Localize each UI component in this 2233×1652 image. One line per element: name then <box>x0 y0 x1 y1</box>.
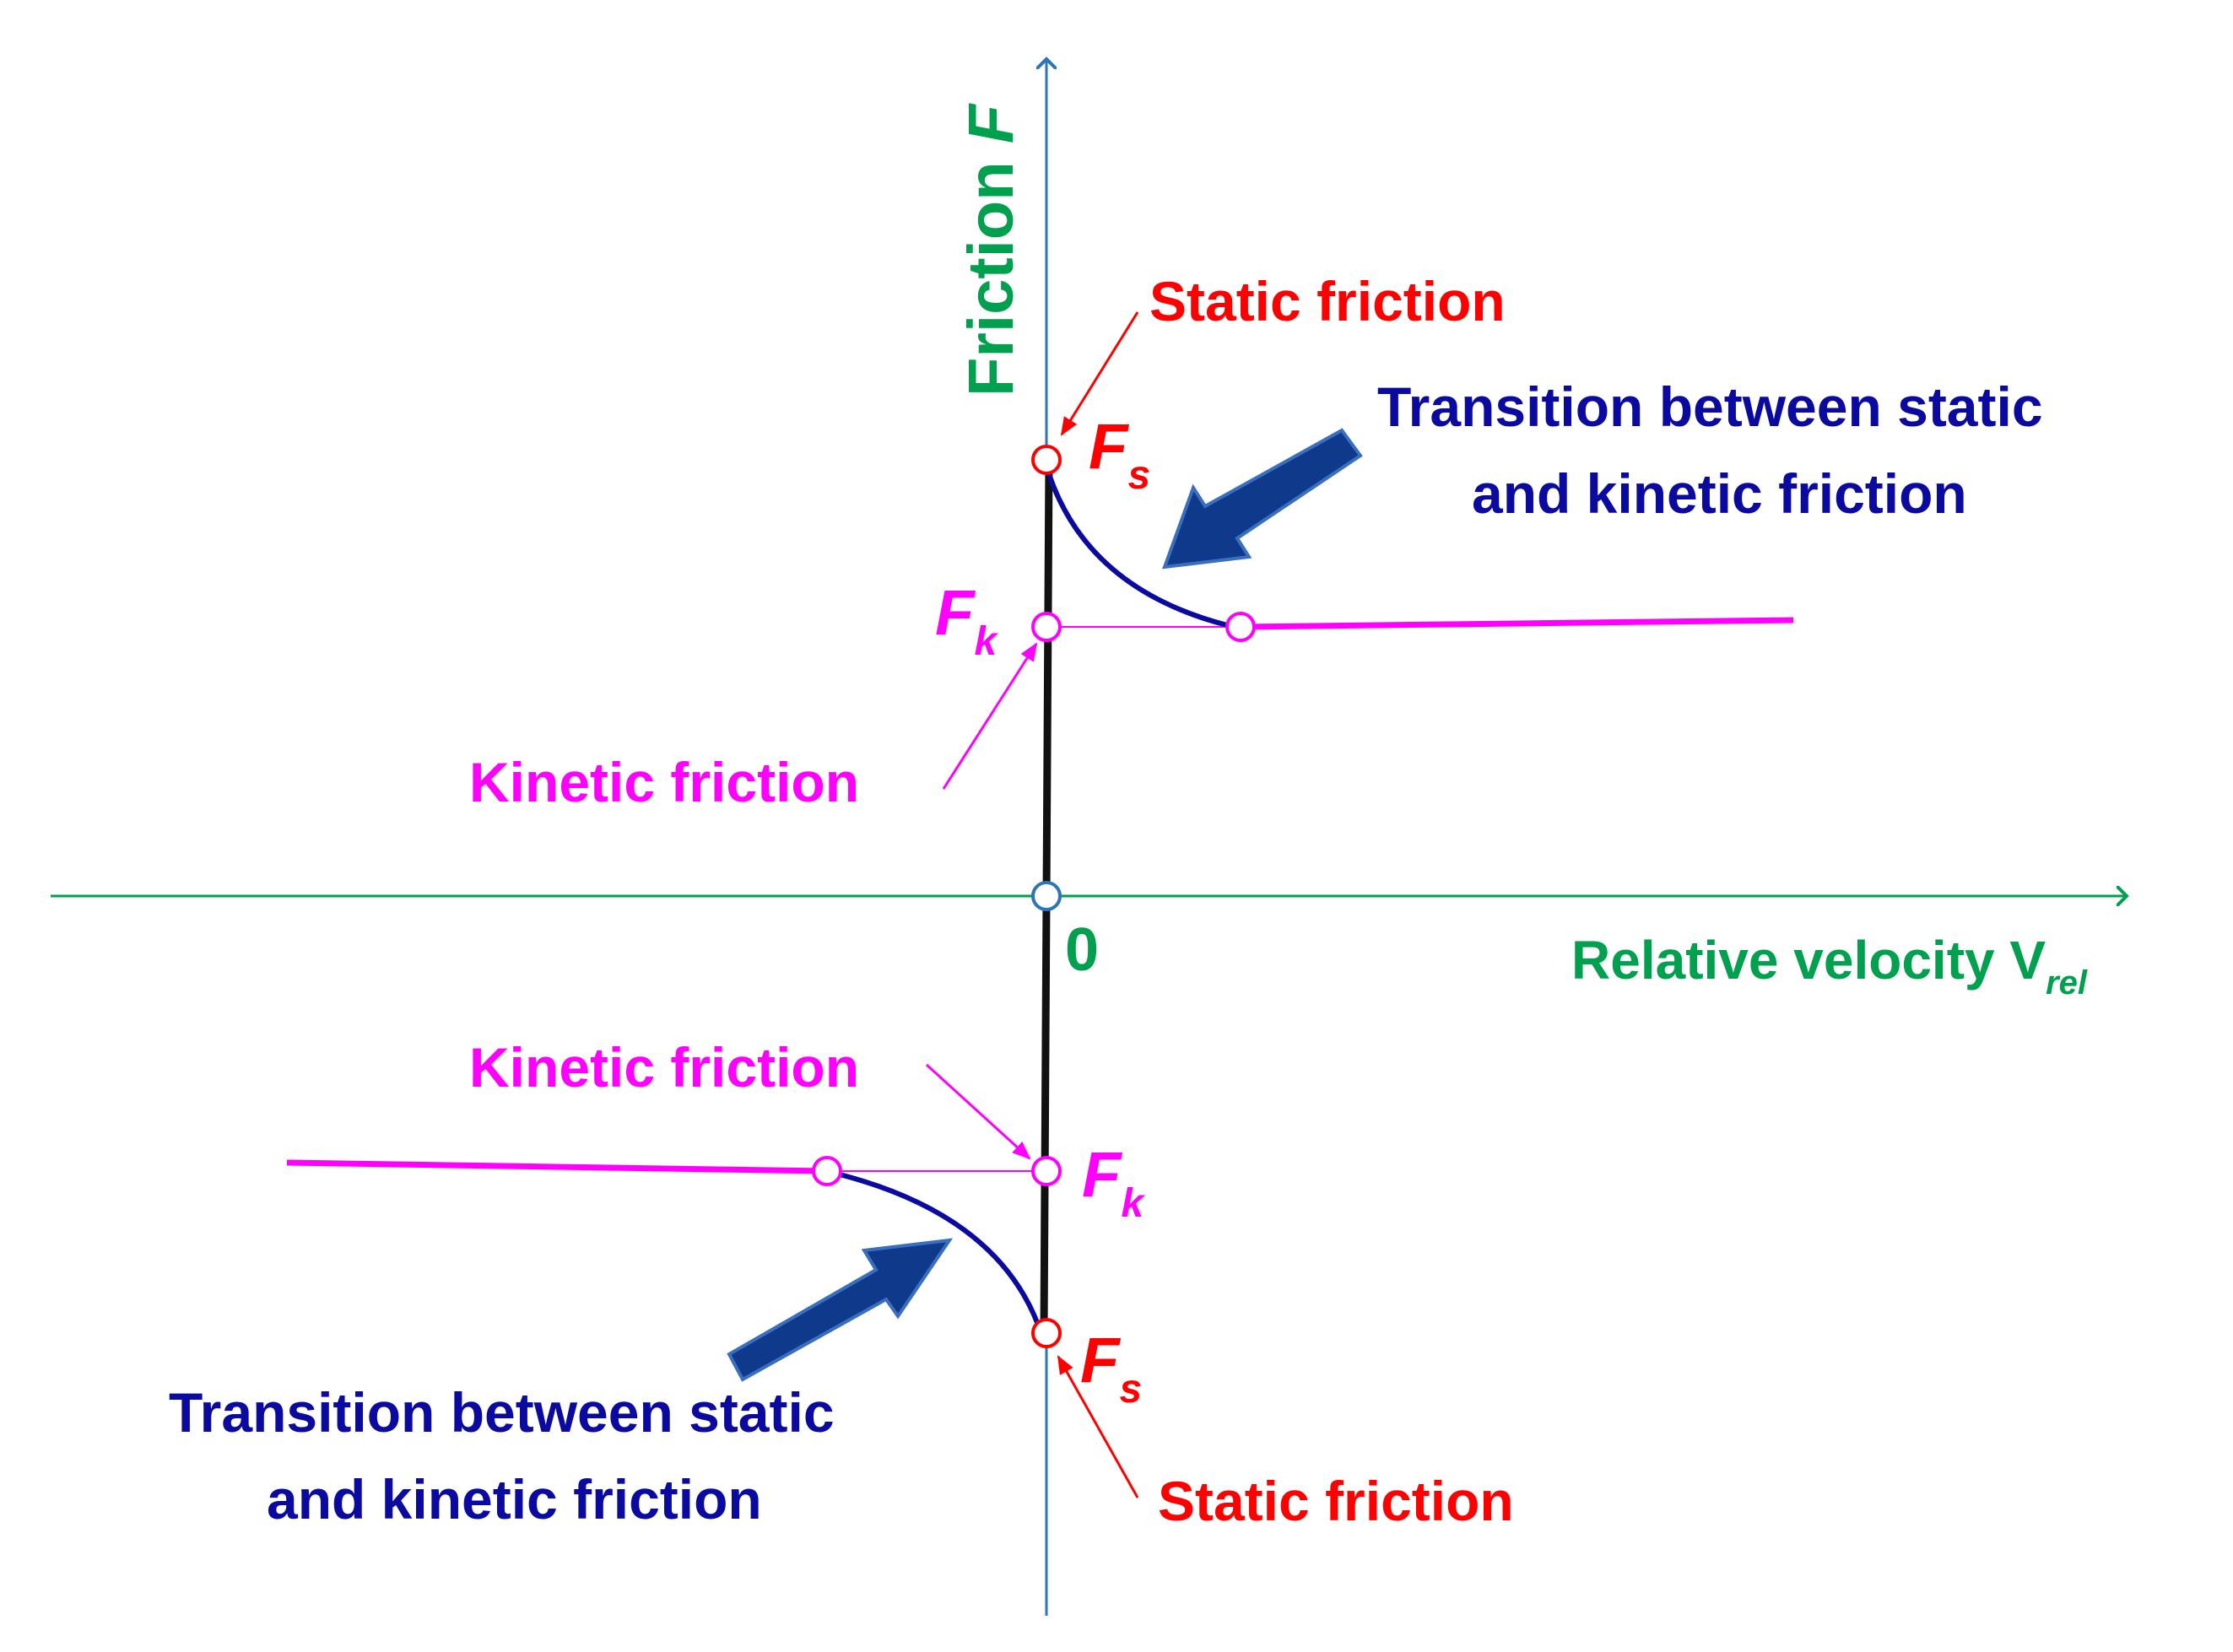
lower-static-friction-label: Static friction <box>1158 1470 1514 1532</box>
lower-kinetic-line <box>286 1159 828 1174</box>
lower-fk-point <box>1031 1156 1062 1186</box>
upper-static-friction-label: Static friction <box>1149 270 1506 332</box>
lower-kinetic-onset-point <box>812 1156 842 1186</box>
upper-kinetic-pointer <box>942 642 1038 790</box>
upper-fk-point <box>1031 612 1062 642</box>
lower-fs-point <box>1031 1318 1062 1348</box>
y-axis-label: Friction F <box>955 102 1027 397</box>
lower-transition-arrow <box>727 1238 954 1382</box>
upper-fs-symbol: Fs <box>1089 411 1150 498</box>
upper-transition-arrow <box>1162 428 1363 570</box>
lower-transition-label-line2: and kinetic friction <box>267 1468 762 1531</box>
lower-kinetic-pointer <box>925 1063 1031 1160</box>
origin-point <box>1031 881 1062 911</box>
upper-transition-label-line1: Transition between static <box>1377 375 2043 438</box>
upper-kinetic-friction-label: Kinetic friction <box>469 751 859 813</box>
upper-transition-curve <box>1046 473 1231 629</box>
x-axis-label: Relative velocity Vrel <box>1571 930 2088 1001</box>
lower-fk-symbol: Fk <box>1082 1139 1145 1226</box>
upper-kinetic-line <box>1240 617 1794 630</box>
upper-fs-point <box>1031 445 1062 475</box>
lower-kinetic-friction-label: Kinetic friction <box>469 1036 859 1099</box>
upper-static-pointer <box>1060 311 1139 436</box>
lower-fs-symbol: Fs <box>1080 1325 1142 1412</box>
lower-transition-label-line1: Transition between static <box>169 1381 835 1444</box>
upper-transition-label-line2: and kinetic friction <box>1472 462 1967 525</box>
lower-static-pointer <box>1057 1355 1139 1498</box>
lower-transition-curve <box>839 1172 1041 1326</box>
origin-label: 0 <box>1065 916 1099 984</box>
upper-kinetic-onset-point <box>1225 612 1256 642</box>
upper-fk-symbol: Fk <box>935 577 998 664</box>
